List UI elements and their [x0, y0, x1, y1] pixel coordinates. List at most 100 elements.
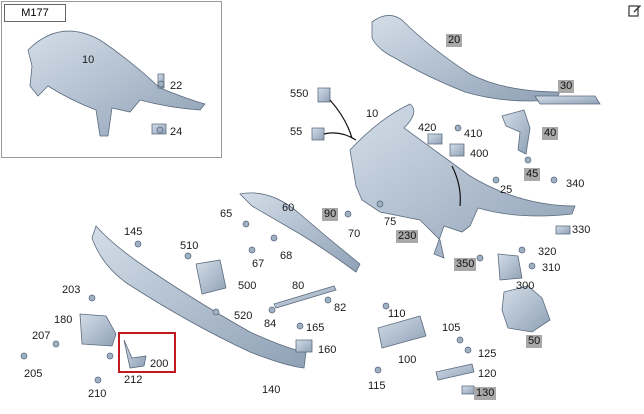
callout-320[interactable]: 320: [538, 246, 557, 258]
callout-120[interactable]: 120: [478, 368, 497, 380]
callout-520[interactable]: 520: [234, 310, 253, 322]
callout-30[interactable]: 30: [558, 80, 575, 93]
callout-550[interactable]: 550: [290, 88, 309, 100]
bolt-340: [550, 176, 558, 184]
bracket-400: [449, 143, 465, 157]
bracket-40: [501, 109, 531, 155]
leader-550: [329, 99, 353, 139]
bolt-90: [344, 210, 352, 218]
callout-24[interactable]: 24: [170, 126, 183, 138]
bolt-67: [248, 246, 256, 254]
callout-207[interactable]: 207: [32, 330, 51, 342]
bumper-beam: [91, 225, 307, 369]
bolt-310: [528, 262, 536, 270]
callout-100[interactable]: 100: [398, 354, 417, 366]
callout-330[interactable]: 330: [572, 224, 591, 236]
clip-330: [555, 225, 571, 235]
callout-70[interactable]: 70: [348, 228, 361, 240]
callout-105[interactable]: 105: [442, 322, 461, 334]
callout-55[interactable]: 55: [290, 126, 303, 138]
callout-60[interactable]: 60: [282, 202, 295, 214]
callout-10-inset[interactable]: 10: [82, 54, 95, 66]
callout-203[interactable]: 203: [62, 284, 81, 296]
callout-25[interactable]: 25: [500, 184, 513, 196]
callout-50[interactable]: 50: [526, 335, 543, 348]
callout-115[interactable]: 115: [368, 380, 386, 392]
bolt-105: [456, 336, 464, 344]
callout-350[interactable]: 350: [454, 258, 477, 271]
callout-145[interactable]: 145: [124, 226, 143, 238]
callout-180[interactable]: 180: [54, 314, 73, 326]
bolt-115: [374, 366, 382, 374]
lock-bracket-50: [501, 285, 551, 333]
callout-68[interactable]: 68: [280, 250, 293, 262]
callout-140[interactable]: 140: [262, 384, 281, 396]
highlight-box: [118, 332, 176, 373]
callout-22[interactable]: 22: [170, 80, 183, 92]
callout-80[interactable]: 80: [292, 280, 305, 292]
callout-82[interactable]: 82: [334, 302, 347, 314]
bolt-110: [382, 302, 390, 310]
callout-20[interactable]: 20: [446, 34, 463, 47]
callout-65[interactable]: 65: [220, 208, 233, 220]
callout-500[interactable]: 500: [238, 280, 257, 292]
bolt-205: [20, 352, 28, 360]
front-carrier: [349, 103, 576, 259]
callout-40[interactable]: 40: [542, 127, 559, 140]
mount-55: [311, 127, 325, 141]
callout-310[interactable]: 310: [542, 262, 561, 274]
bolt-82: [324, 296, 332, 304]
callout-210[interactable]: 210: [88, 388, 107, 400]
callout-212[interactable]: 212: [124, 374, 143, 386]
callout-130[interactable]: 130: [474, 387, 497, 400]
cover-100: [377, 315, 427, 349]
callout-510[interactable]: 510: [180, 240, 199, 252]
callout-340[interactable]: 340: [566, 178, 585, 190]
callout-230[interactable]: 230: [396, 230, 419, 243]
bolt-510: [184, 252, 192, 260]
bolt-410: [454, 124, 462, 132]
callout-400[interactable]: 400: [470, 148, 489, 160]
callout-125[interactable]: 125: [478, 348, 497, 360]
callout-84[interactable]: 84: [264, 318, 277, 330]
callout-90[interactable]: 90: [322, 208, 339, 221]
callout-410[interactable]: 410: [464, 128, 483, 140]
callout-160[interactable]: 160: [318, 344, 337, 356]
bolt-68: [270, 234, 278, 242]
bolt-350: [476, 254, 484, 262]
strip-120: [435, 363, 475, 381]
bolt-24: [156, 126, 164, 134]
support-60: [239, 192, 361, 273]
bracket-300: [497, 253, 523, 281]
bumper-stop-550: [317, 87, 331, 103]
bolt-45: [524, 156, 532, 164]
bolt-210: [94, 376, 102, 384]
callout-165[interactable]: 165: [306, 322, 325, 334]
leader-400: [451, 165, 461, 207]
callout-300[interactable]: 300: [516, 280, 535, 292]
inset-label: M177: [4, 4, 66, 22]
bracket-500: [195, 259, 227, 295]
callout-205[interactable]: 205: [24, 368, 43, 380]
strip-130: [461, 385, 475, 395]
rod-80: [273, 285, 337, 309]
callout-10-main[interactable]: 10: [366, 108, 379, 120]
callout-110[interactable]: 110: [388, 308, 406, 320]
washer-212: [106, 352, 114, 360]
edit-icon[interactable]: [628, 3, 642, 17]
callout-200[interactable]: 200: [150, 358, 169, 370]
bolt-22: [157, 80, 165, 88]
washer-207: [52, 340, 60, 348]
callout-420[interactable]: 420: [418, 122, 437, 134]
bracket-180: [79, 313, 117, 347]
callout-75[interactable]: 75: [384, 216, 397, 228]
callout-67[interactable]: 67: [252, 258, 265, 270]
leader-55: [323, 132, 357, 141]
bolt-165: [296, 322, 304, 330]
bolt-320: [518, 246, 526, 254]
callout-45[interactable]: 45: [524, 168, 541, 181]
bolt-203: [88, 294, 96, 302]
bolt-84: [268, 306, 276, 314]
bolt-25: [492, 176, 500, 184]
